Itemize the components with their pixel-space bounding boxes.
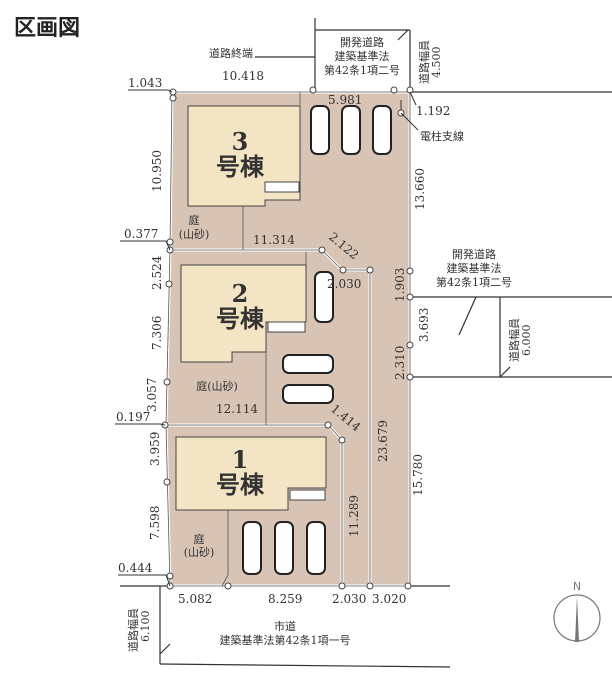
building-3: 3 号棟 [187, 105, 301, 207]
dimension: 3.693 [417, 308, 431, 342]
dimension: 10.418 [222, 69, 264, 83]
garden-label: 庭 [189, 213, 200, 227]
road-width-value: 4.500 [430, 47, 443, 79]
car-icon [314, 271, 334, 323]
dimension: 0.444 [118, 561, 153, 575]
road-width-value: 6.100 [139, 611, 152, 643]
dimension: 1.192 [416, 104, 450, 118]
dimension: 1.043 [128, 76, 162, 90]
road-label: 市道 [274, 619, 296, 633]
dimension: 3.959 [148, 432, 162, 466]
leader-lines [115, 89, 419, 587]
dimension: 5.981 [328, 93, 362, 107]
garden-label: (山砂) [184, 546, 215, 559]
building-number: 3 [232, 127, 249, 156]
car-icon [372, 105, 392, 155]
page-title: 区画図 [14, 16, 81, 41]
dimension: 3.057 [145, 378, 159, 412]
road-width-label: 道路幅員 [507, 318, 521, 362]
dimension: 2.030 [327, 277, 361, 291]
garden-label: (山砂) [179, 228, 210, 241]
dimension: 0.377 [124, 227, 158, 241]
road-width-value: 6.000 [520, 325, 533, 357]
dimension: 2.310 [393, 346, 407, 380]
building-number: 1 [232, 445, 249, 474]
dimension: 11.289 [347, 495, 361, 537]
road-end-label: 道路終端 [209, 46, 253, 60]
road-width-label: 道路幅員 [417, 40, 431, 84]
building-label: 号棟 [216, 152, 265, 181]
dimension: 11.314 [253, 233, 295, 247]
car-icon [341, 105, 361, 155]
dimension: 12.114 [216, 402, 258, 416]
road-label: 開発道路 [452, 247, 496, 261]
road-label: 開発道路 [340, 35, 384, 49]
car-icon [282, 354, 334, 374]
building-label: 号棟 [216, 470, 265, 499]
building-label: 号棟 [216, 304, 265, 333]
dimension: 2.030 [332, 592, 366, 606]
dimension: 2.524 [150, 255, 164, 290]
road-label: 第42条1項二号 [436, 275, 512, 289]
dimension: 7.306 [150, 316, 164, 350]
north-compass-icon: N [553, 580, 601, 642]
road-label: 建築基準法 [447, 261, 502, 275]
car-icon [274, 521, 294, 575]
compass-north-label: N [573, 580, 581, 593]
dimension: 15.780 [411, 454, 425, 496]
car-icon [242, 521, 262, 575]
dimension: 1.903 [393, 268, 407, 302]
car-icon [306, 521, 326, 575]
dimension: 5.082 [178, 592, 212, 606]
road-width-label: 道路幅員 [126, 608, 140, 652]
dimension: 23.679 [376, 420, 390, 462]
building-1: 1 号棟 [175, 436, 327, 511]
dimension: 3.020 [372, 592, 406, 606]
dimension: 13.660 [413, 168, 427, 210]
car-icon [282, 384, 334, 404]
garden-label: 庭(山砂) [196, 379, 238, 393]
dimension: 7.598 [148, 506, 162, 540]
road-label: 建築基準法第42条1項一号 [220, 633, 351, 647]
parking-cars [242, 105, 392, 575]
road-label: 建築基準法 [335, 49, 390, 63]
dimension: 0.197 [116, 410, 150, 424]
car-icon [310, 105, 330, 155]
utility-pole-label: 電柱支線 [420, 129, 464, 143]
dimension: 8.259 [268, 592, 302, 606]
dimension: 10.950 [150, 150, 164, 192]
garden-label: 庭 [194, 532, 205, 546]
road-label: 第42条1項二号 [324, 63, 400, 77]
building-number: 2 [232, 279, 249, 308]
building-2: 2 号棟 [180, 264, 307, 363]
